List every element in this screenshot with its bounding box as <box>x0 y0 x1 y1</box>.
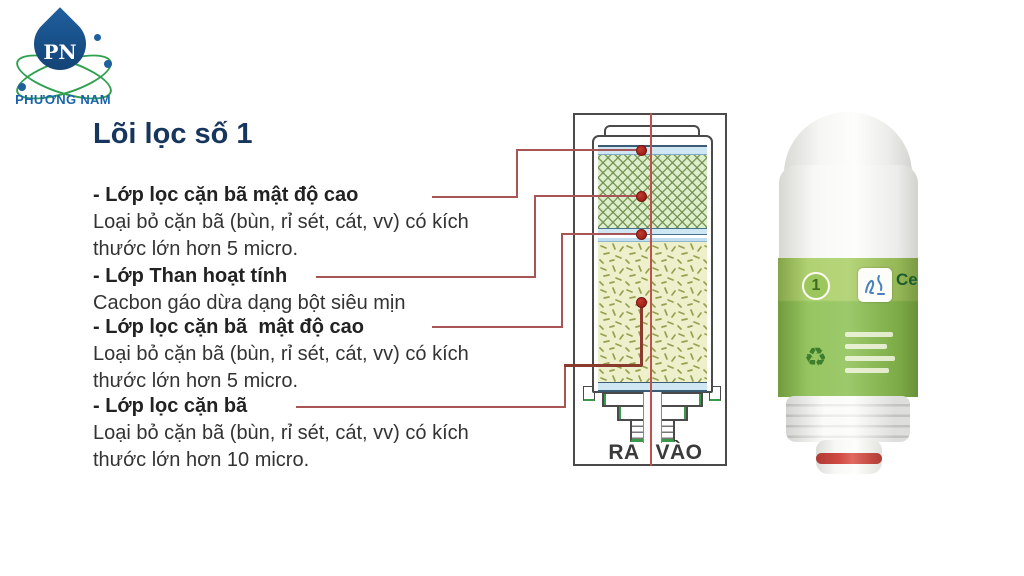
layer-section: - Lớp lọc cặn bã mật độ cao Loại bỏ cặn … <box>93 314 593 395</box>
layer-crosshatch-carbon <box>598 155 707 228</box>
speckle-pattern <box>598 242 707 382</box>
layer-marker-dot-2 <box>636 191 647 202</box>
product-photo: 1 Ce ♻ <box>770 105 928 483</box>
layer-marker-dot-1 <box>636 145 647 156</box>
fitting-inner-tube <box>643 392 662 443</box>
logo-orbit-dot <box>18 83 26 91</box>
company-logo: PN PHƯƠNG NAM <box>8 4 118 109</box>
spec-line <box>845 356 895 361</box>
outlet-label: RA <box>608 441 640 464</box>
certification-glyph <box>865 275 885 295</box>
layer-section: - Lớp lọc cặn bã mật độ cao Loại bỏ cặn … <box>93 182 593 263</box>
layer-heading: - Lớp Than hoạt tính <box>93 265 288 287</box>
company-name: PHƯƠNG NAM <box>15 92 111 107</box>
spec-line <box>845 368 889 373</box>
connector-4-riser <box>640 303 643 366</box>
brand-text-fragment: Ce <box>896 270 918 289</box>
layer-heading: - Lớp lọc cặn bã mật độ cao <box>93 184 359 206</box>
layer-description: Loại bỏ cặn bã (bùn, rỉ sét, cát, vv) có… <box>93 343 469 392</box>
spec-line <box>845 332 893 337</box>
connector-3-horizontal <box>432 326 561 328</box>
connector-4-horizontal <box>296 406 564 408</box>
logo-orbit-dot <box>94 34 101 41</box>
oring-band <box>816 453 882 464</box>
layer-section: - Lớp Than hoạt tính Cacbon gáo dừa dạng… <box>93 263 593 317</box>
layer-speckle-sediment <box>598 242 707 382</box>
connector-2-horizontal <box>316 276 534 278</box>
layer-band-top-pad <box>598 145 707 155</box>
layer-heading: - Lớp lọc cặn bã mật độ cao <box>93 316 364 338</box>
layer-marker-dot-4 <box>636 297 647 308</box>
spec-line <box>845 344 887 349</box>
connector-3-lead <box>561 233 641 235</box>
logo-droplet-initials: PN <box>43 40 77 64</box>
product-bottom-cylinder <box>816 440 882 474</box>
inlet-label: VÀO <box>655 441 703 464</box>
layer-band-middle-pad <box>598 228 707 235</box>
layer-band-bottom-pad <box>598 382 707 392</box>
certification-box <box>858 268 892 302</box>
cartridge-layers <box>598 140 707 392</box>
layer-description: Cacbon gáo dừa dạng bột siêu mịn <box>93 292 406 314</box>
connector-1-vertical <box>516 149 518 198</box>
layer-section: - Lớp lọc cặn bã Loại bỏ cặn bã (bùn, rỉ… <box>93 393 593 474</box>
recycle-icon: ♻ <box>804 342 828 372</box>
layer-band-middle-thin <box>598 238 707 242</box>
layer-marker-dot-3 <box>636 229 647 240</box>
layer-description: Loại bỏ cặn bã (bùn, rỉ sét, cát, vv) có… <box>93 422 469 471</box>
layer-description: Loại bỏ cặn bã (bùn, rỉ sét, cát, vv) có… <box>93 211 469 260</box>
product-base-threads <box>786 396 910 442</box>
product-body <box>779 165 918 261</box>
connector-4-vertical <box>564 365 566 408</box>
layer-heading: - Lớp lọc cặn bã <box>93 395 248 417</box>
page-title: Lõi lọc số 1 <box>93 118 253 150</box>
logo-orbit-dot <box>104 60 112 68</box>
stage-number-badge: 1 <box>802 272 830 300</box>
connector-2-vertical <box>534 195 536 278</box>
connector-4-lead <box>564 364 642 367</box>
diagram-centerline <box>650 113 652 466</box>
connector-1-horizontal <box>432 196 516 198</box>
connector-2-lead <box>534 195 641 197</box>
connector-3-vertical <box>561 233 563 328</box>
connector-1-lead <box>516 149 641 151</box>
product-label: 1 Ce ♻ <box>778 258 918 397</box>
